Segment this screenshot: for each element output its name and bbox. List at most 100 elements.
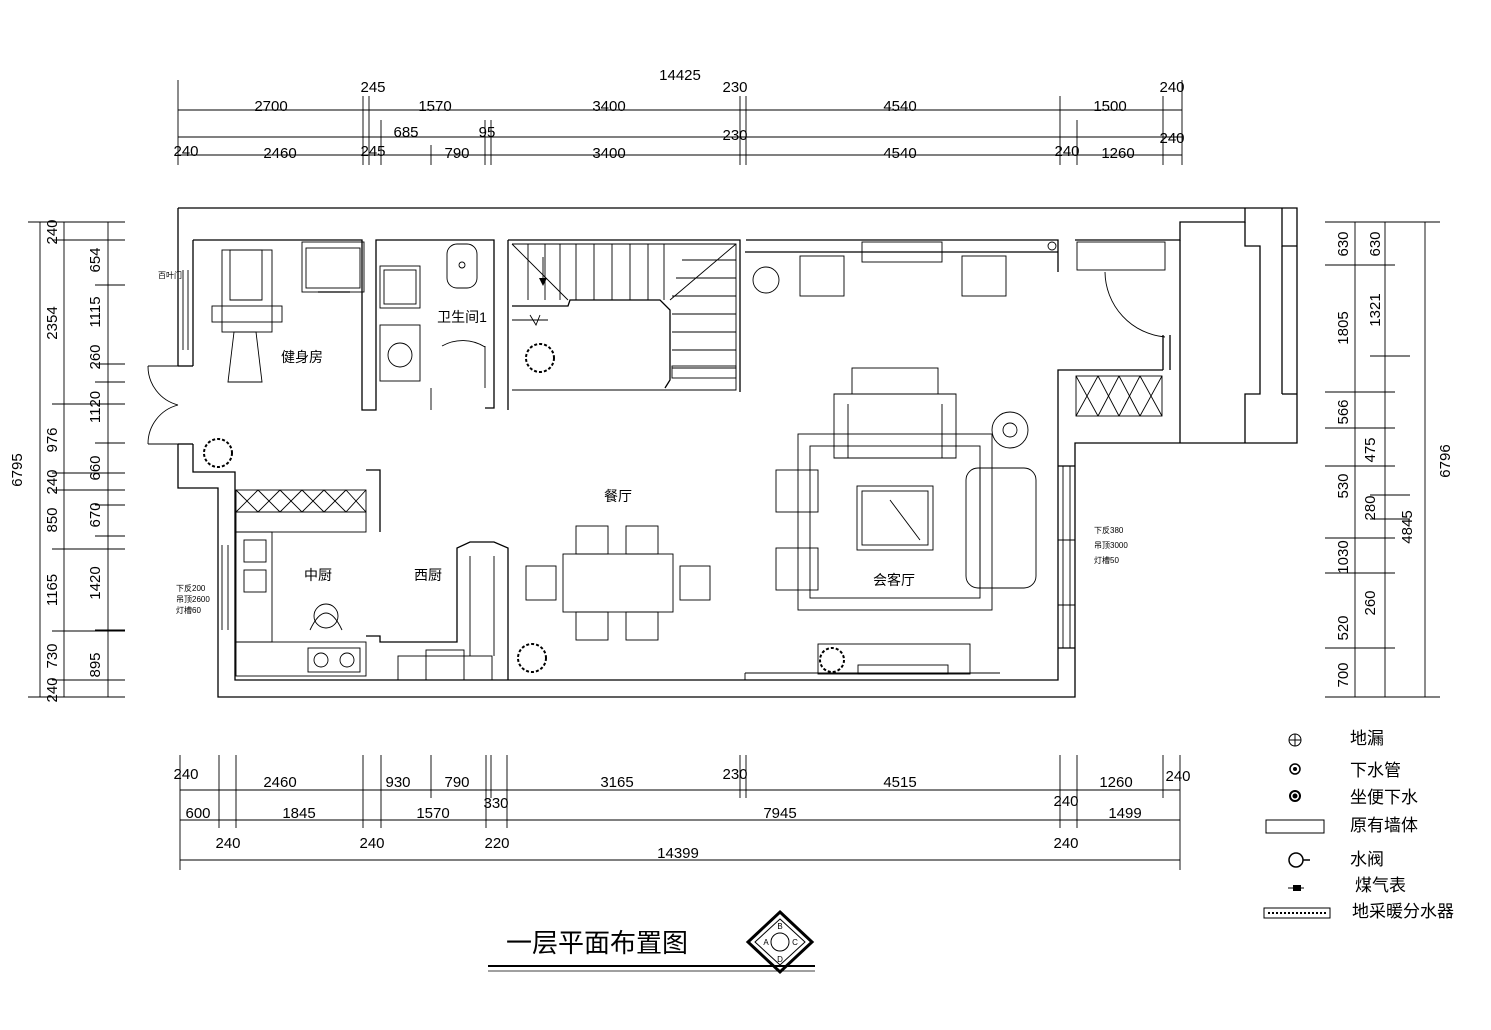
drawing-title: 一层平面布置图 xyxy=(506,929,688,959)
dim-label: 1570 xyxy=(416,805,449,822)
dim-label: 2354 xyxy=(44,306,61,339)
dim-label: 240 xyxy=(44,219,61,244)
legend-label: 坐便下水 xyxy=(1350,788,1418,807)
bathroom-fixtures xyxy=(379,243,486,410)
dim-label: 930 xyxy=(385,774,410,791)
room-label-dining: 餐厅 xyxy=(604,488,632,504)
dim-label: 1165 xyxy=(44,574,61,606)
dining-set xyxy=(525,525,711,641)
dim-label: 685 xyxy=(393,124,418,141)
dim-label: 1499 xyxy=(1108,805,1141,822)
dim-label: 475 xyxy=(1362,437,1379,462)
dim-label: 240 xyxy=(1053,793,1078,810)
dim-label: 850 xyxy=(44,507,61,532)
dim-label: 660 xyxy=(87,455,104,480)
dim-label: 3400 xyxy=(592,98,625,115)
note-kitchen-ceiling: 下反200 xyxy=(176,583,206,593)
legend-label: 地采暖分水器 xyxy=(1352,902,1454,921)
dim-label: 530 xyxy=(1335,473,1352,498)
dim-label: 566 xyxy=(1335,399,1352,424)
dim-label: 245 xyxy=(360,143,385,160)
dim-label: 1120 xyxy=(87,391,104,423)
dim-label: 1260 xyxy=(1099,774,1132,791)
dim-top-total: 14425 xyxy=(659,67,701,84)
dim-label: 240 xyxy=(44,469,61,494)
dim-label: 260 xyxy=(1362,590,1379,615)
dim-label: 976 xyxy=(44,427,61,452)
compass-letter: D xyxy=(777,955,783,964)
dim-label: 654 xyxy=(87,247,104,272)
note-kitchen-ceiling: 吊顶2600 xyxy=(176,595,210,604)
dim-label: 230 xyxy=(722,766,747,783)
dim-label: 630 xyxy=(1335,231,1352,256)
dim-bottom-total: 14399 xyxy=(657,845,699,862)
dim-label: 700 xyxy=(1335,662,1352,687)
outer-walls xyxy=(177,207,1298,698)
legend-label: 下水管 xyxy=(1350,761,1401,780)
dim-label: 7945 xyxy=(763,805,796,822)
drain-pipe-icon xyxy=(1289,763,1301,775)
dim-label: 1570 xyxy=(418,98,451,115)
dim-label: 240 xyxy=(44,677,61,702)
dim-label: 245 xyxy=(360,79,385,96)
water-valve-icon xyxy=(1288,852,1310,868)
dim-label: 240 xyxy=(1165,768,1190,785)
dim-label: 895 xyxy=(87,652,104,677)
dim-label: 520 xyxy=(1335,615,1352,640)
room-label-bathroom: 卫生间1 xyxy=(437,309,487,325)
dim-label: 4515 xyxy=(883,774,916,791)
dim-label: 240 xyxy=(359,835,384,852)
kitchen-counters xyxy=(235,469,509,681)
dim-label: 240 xyxy=(173,766,198,783)
legend: 地漏 下水管 坐便下水 原有墙体 水阀 煤气表 地采暖分水器 xyxy=(1263,729,1454,921)
dim-label: 630 xyxy=(1367,231,1384,256)
dim-label: 3165 xyxy=(600,774,633,791)
gym-equipment xyxy=(211,241,365,383)
dim-label: 1420 xyxy=(87,566,104,599)
dim-label: 1845 xyxy=(282,805,315,822)
top-dimensions: 14425 245 230 240 2700 1570 3400 4540 15… xyxy=(173,67,1185,165)
living-furniture xyxy=(775,367,1037,675)
note-living-ceiling: 下反380 xyxy=(1094,525,1124,535)
staircase xyxy=(511,243,737,391)
dim-label: 240 xyxy=(1054,143,1079,160)
potted-plants xyxy=(203,343,845,673)
compass-icon: B A C D xyxy=(745,909,815,975)
compass-letter: A xyxy=(763,938,769,947)
dim-label: 4540 xyxy=(883,145,916,162)
dim-label: 670 xyxy=(87,502,104,527)
dim-right-total: 6796 xyxy=(1437,444,1454,477)
dim-left-total: 6795 xyxy=(9,453,26,486)
dim-label: 4845 xyxy=(1399,510,1416,543)
note-kitchen-ceiling: 灯槽60 xyxy=(176,605,201,615)
dim-label: 1500 xyxy=(1093,98,1126,115)
dim-label: 240 xyxy=(1159,79,1184,96)
dim-label: 600 xyxy=(185,805,210,822)
dim-label: 4540 xyxy=(883,98,916,115)
dim-label: 240 xyxy=(1159,130,1184,147)
toilet-drain-icon xyxy=(1289,790,1301,802)
floor-drain-icon xyxy=(1288,733,1302,747)
legend-label: 原有墙体 xyxy=(1350,816,1418,835)
compass-letter: B xyxy=(777,922,782,931)
room-label-chinese-kitchen: 中厨 xyxy=(304,567,332,583)
note-louver-door: 百叶门 xyxy=(158,270,182,280)
foyer-furniture xyxy=(752,241,1166,417)
dim-label: 730 xyxy=(44,643,61,668)
side-entry-door xyxy=(147,365,193,445)
note-living-ceiling: 灯槽50 xyxy=(1094,555,1119,565)
note-living-ceiling: 吊顶3000 xyxy=(1094,541,1128,550)
dim-label: 230 xyxy=(722,127,747,144)
right-dimensions: 630 1805 566 530 1030 520 700 630 1321 4… xyxy=(1325,221,1454,698)
room-label-gym: 健身房 xyxy=(281,349,323,365)
dim-label: 230 xyxy=(722,79,747,96)
dim-label: 3400 xyxy=(592,145,625,162)
dim-label: 2460 xyxy=(263,145,296,162)
floor-heating-manifold-icon xyxy=(1263,907,1331,919)
room-label-western-kitchen: 西厨 xyxy=(414,567,442,583)
dim-label: 1321 xyxy=(1367,293,1384,326)
dim-label: 790 xyxy=(444,145,469,162)
dim-label: 95 xyxy=(479,124,496,141)
